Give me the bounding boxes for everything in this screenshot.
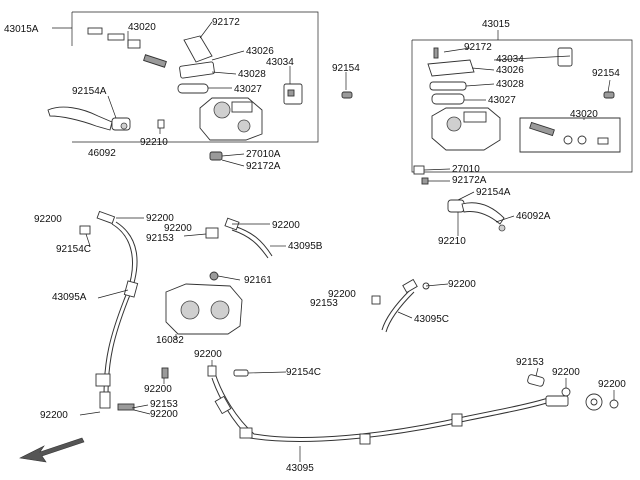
label-92153-d: 92153 bbox=[516, 357, 544, 368]
label-92172A-left: 92172A bbox=[246, 161, 281, 172]
left-reservoir-cap-parts bbox=[87, 27, 215, 94]
label-43020-right: 43020 bbox=[570, 109, 598, 120]
label-92153-a: 92153 bbox=[146, 233, 174, 244]
label-92200-e: 92200 bbox=[328, 289, 356, 300]
label-92210-right: 92210 bbox=[438, 236, 466, 247]
label-43026-right: 43026 bbox=[496, 65, 524, 76]
label-92210-left: 92210 bbox=[140, 137, 168, 148]
right-piston-kit-box bbox=[519, 117, 621, 153]
label-43095: 43095 bbox=[286, 463, 314, 474]
label-92200-d: 92200 bbox=[272, 220, 300, 231]
label-27010A: 27010A bbox=[246, 149, 281, 160]
label-92154A-left: 92154A bbox=[72, 86, 107, 97]
label-46092: 46092 bbox=[88, 148, 116, 159]
leader-lines bbox=[52, 21, 615, 462]
label-27010: 27010 bbox=[452, 164, 480, 175]
label-43034-left: 43034 bbox=[266, 57, 294, 68]
label-92172A-right: 92172A bbox=[452, 175, 487, 186]
label-46092A: 46092A bbox=[516, 211, 551, 222]
right-switch-and-lever bbox=[413, 165, 506, 232]
label-92154-left: 92154 bbox=[332, 63, 360, 74]
hose-43095A bbox=[79, 210, 139, 411]
label-43020-left: 43020 bbox=[128, 22, 156, 33]
left-master-cylinder-box bbox=[71, 11, 319, 143]
hose-43095 bbox=[211, 374, 619, 445]
label-92200-l: 92200 bbox=[598, 379, 626, 390]
label-92200-j: 92200 bbox=[150, 409, 178, 420]
left-master-cylinder-body bbox=[199, 97, 263, 141]
label-92200-c: 92200 bbox=[164, 223, 192, 234]
label-43095B: 43095B bbox=[288, 241, 323, 252]
label-92172-right: 92172 bbox=[464, 42, 492, 53]
right-master-cylinder-box bbox=[411, 39, 633, 173]
label-92154-right: 92154 bbox=[592, 68, 620, 79]
label-43015: 43015 bbox=[482, 19, 510, 30]
hose-43095B bbox=[205, 217, 273, 259]
label-43015A: 43015A bbox=[4, 24, 39, 35]
label-43034-right: 43034 bbox=[496, 54, 524, 65]
label-43028-left: 43028 bbox=[238, 69, 266, 80]
label-43095C: 43095C bbox=[414, 314, 450, 325]
label-92200-h: 92200 bbox=[144, 384, 172, 395]
label-92154C-lower: 92154C bbox=[286, 367, 322, 378]
label-43026-left: 43026 bbox=[246, 46, 274, 57]
right-reservoir-cap-parts bbox=[427, 47, 615, 105]
left-switch-parts bbox=[157, 83, 353, 161]
right-master-cylinder-body bbox=[431, 107, 501, 151]
label-16082: 16082 bbox=[156, 335, 184, 346]
label-92200-g: 92200 bbox=[194, 349, 222, 360]
label-92200-i: 92200 bbox=[40, 410, 68, 421]
label-92200-f: 92200 bbox=[448, 279, 476, 290]
caliper-16082 bbox=[165, 271, 243, 335]
label-92200-a: 92200 bbox=[34, 214, 62, 225]
front-direction-arrow-icon bbox=[19, 437, 85, 463]
bleeder-fittings bbox=[161, 365, 249, 379]
label-43095A: 43095A bbox=[52, 292, 87, 303]
label-92153-c: 92153 bbox=[150, 399, 178, 410]
label-92154C-upper: 92154C bbox=[56, 244, 92, 255]
label-43028-right: 43028 bbox=[496, 79, 524, 90]
label-43027-left: 43027 bbox=[234, 84, 262, 95]
label-92200-k: 92200 bbox=[552, 367, 580, 378]
label-92161: 92161 bbox=[244, 275, 272, 286]
label-92154A-right: 92154A bbox=[476, 187, 511, 198]
label-92200-b: 92200 bbox=[146, 213, 174, 224]
left-brake-lever bbox=[47, 106, 131, 131]
label-92172-left: 92172 bbox=[212, 17, 240, 28]
label-92153-b: 92153 bbox=[310, 298, 338, 309]
label-43027-right: 43027 bbox=[488, 95, 516, 106]
